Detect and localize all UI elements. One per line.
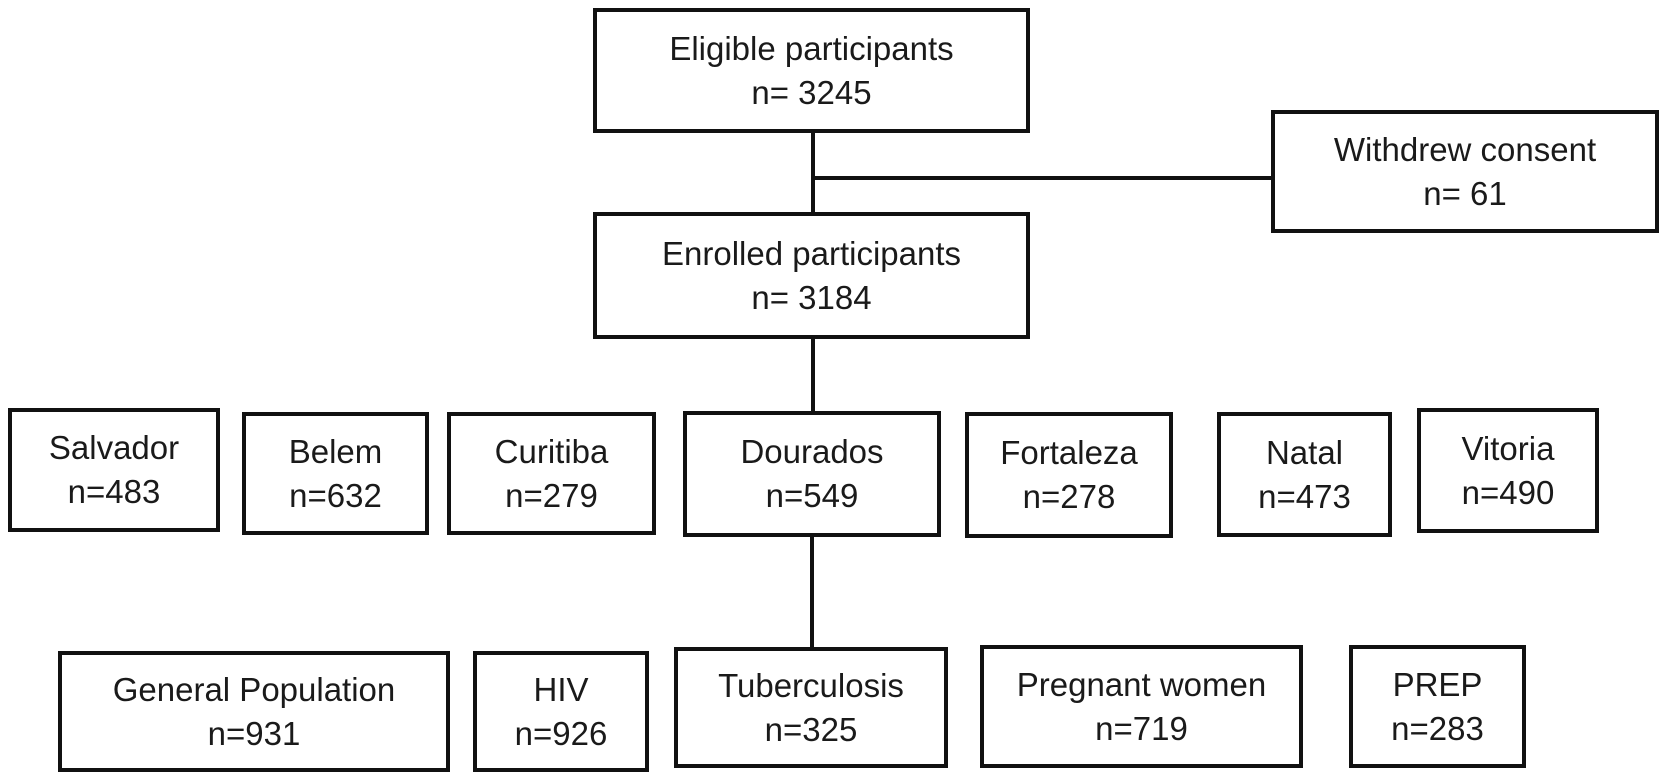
withdrew-consent-label: Withdrew consent (1333, 130, 1597, 168)
site-box-fortaleza: Fortaleza n=278 (965, 412, 1173, 538)
enrolled-participants-label: Enrolled participants (662, 234, 961, 272)
site-count: n=473 (1258, 477, 1351, 515)
withdrew-consent-box: Withdrew consent n= 61 (1271, 110, 1659, 233)
site-count: n=279 (505, 476, 598, 514)
group-count: n=926 (514, 714, 608, 752)
site-box-dourados: Dourados n=549 (683, 411, 941, 537)
site-count: n=483 (67, 473, 161, 510)
group-label: Pregnant women (1016, 665, 1267, 703)
withdrew-consent-count: n= 61 (1423, 174, 1507, 212)
site-count: n=632 (289, 476, 382, 514)
group-count: n=325 (764, 710, 858, 748)
site-label: Salvador (48, 429, 180, 466)
group-label: HIV (533, 670, 589, 708)
group-label: Tuberculosis (718, 666, 904, 704)
site-box-natal: Natal n=473 (1217, 412, 1392, 537)
site-label: Dourados (740, 433, 884, 470)
site-box-belem: Belem n=632 (242, 412, 429, 535)
group-label: PREP (1392, 665, 1483, 703)
group-box-prep: PREP n=283 (1349, 645, 1526, 768)
site-label: Natal (1265, 433, 1344, 471)
site-label: Vitoria (1461, 429, 1555, 467)
group-count: n=719 (1095, 709, 1188, 747)
site-count: n=490 (1461, 473, 1555, 511)
site-label: Curitiba (494, 432, 609, 470)
site-count: n=549 (765, 477, 859, 514)
site-box-salvador: Salvador n=483 (8, 408, 220, 532)
enrolled-participants-box: Enrolled participants n= 3184 (593, 212, 1030, 339)
group-box-general-population: General Population n=931 (58, 651, 450, 772)
site-label: Belem (288, 432, 383, 470)
eligible-participants-label: Eligible participants (669, 29, 954, 67)
enrolled-participants-count: n= 3184 (751, 278, 872, 316)
eligible-participants-count: n= 3245 (751, 73, 872, 111)
site-count: n=278 (1022, 478, 1116, 515)
group-box-pregnant-women: Pregnant women n=719 (980, 645, 1303, 768)
site-label: Fortaleza (1000, 434, 1138, 471)
site-box-curitiba: Curitiba n=279 (447, 412, 656, 535)
group-box-tuberculosis: Tuberculosis n=325 (674, 647, 948, 768)
group-box-hiv: HIV n=926 (473, 651, 649, 772)
site-box-vitoria: Vitoria n=490 (1417, 408, 1599, 533)
group-label: General Population (112, 670, 396, 708)
group-count: n=931 (207, 714, 301, 752)
eligible-participants-box: Eligible participants n= 3245 (593, 8, 1030, 133)
group-count: n=283 (1391, 709, 1484, 747)
